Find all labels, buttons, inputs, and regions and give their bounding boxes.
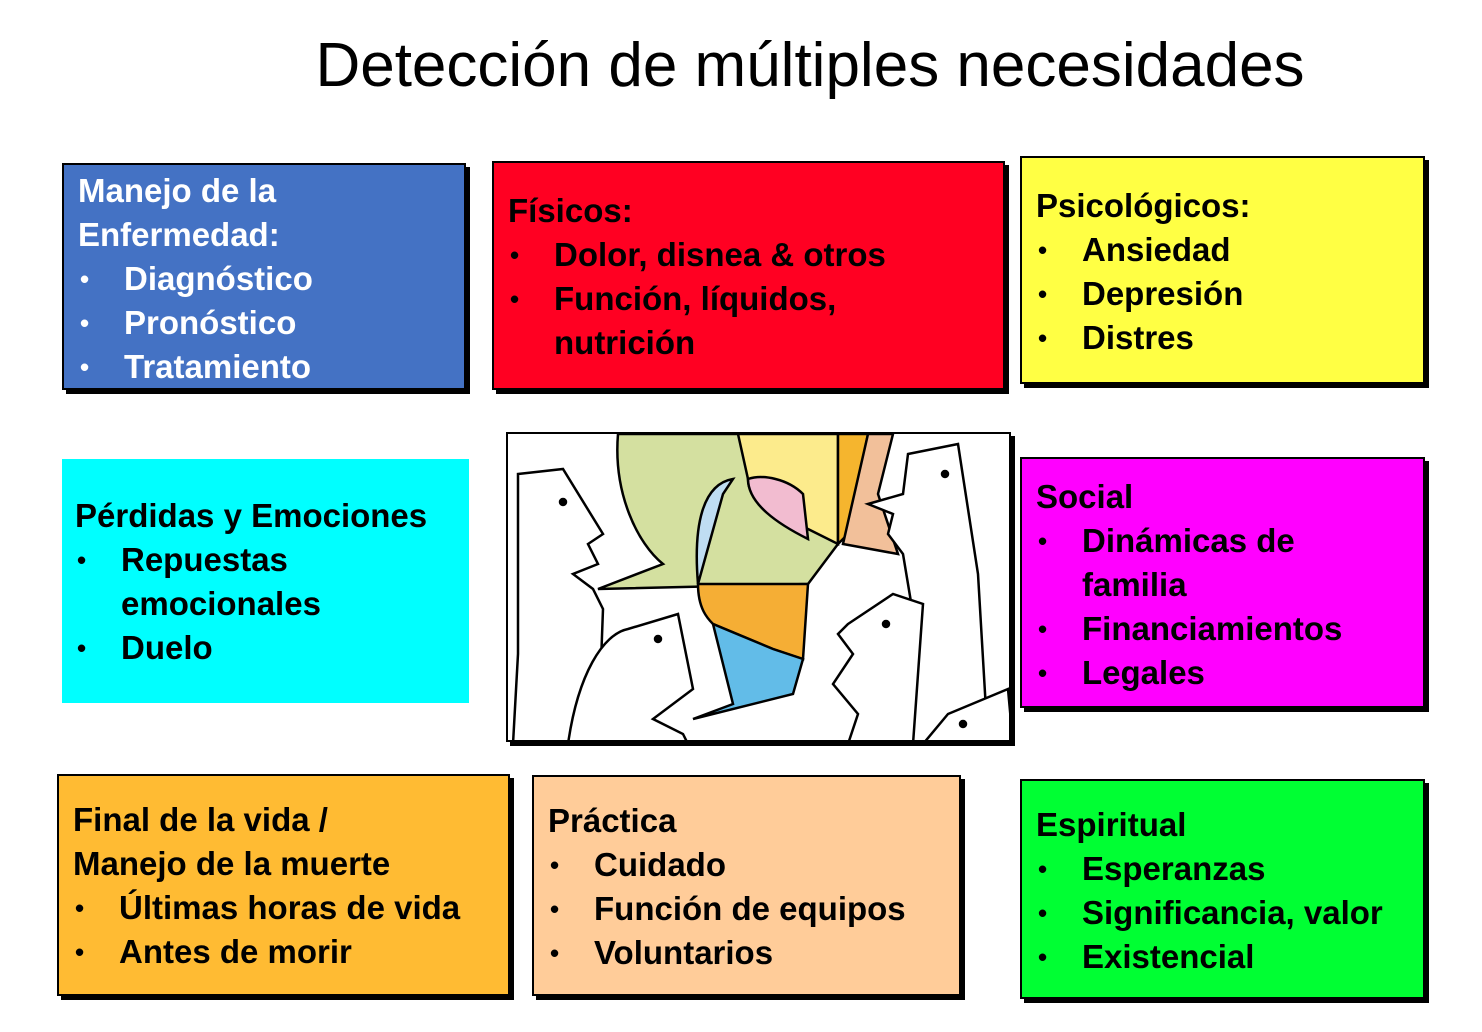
box-manejo: Manejo de la Enfermedad: •Diagnóstico •P…: [62, 163, 466, 390]
box-heading: Social: [1036, 478, 1134, 515]
list-item: •Cuidado: [550, 846, 726, 883]
list-item: •Función de equipos: [550, 890, 906, 927]
list-item: •Esperanzas: [1038, 850, 1266, 887]
box-final: Final de la vida / Manejo de la muerte •…: [57, 774, 510, 996]
list-item: •Últimas horas de vida: [75, 889, 461, 926]
list-item: •Repuestas emocionales: [77, 541, 321, 622]
list-item: •Financiamientos: [1038, 610, 1343, 647]
box-social: Social •Dinámicas de familia •Financiami…: [1020, 457, 1425, 708]
box-heading: Psicológicos:: [1036, 187, 1251, 224]
list-item: •Significancia, valor: [1038, 894, 1383, 931]
box-fisicos: Físicos: •Dolor, disnea & otros •Función…: [492, 161, 1005, 390]
box-heading: Manejo de la Enfermedad:: [78, 172, 280, 253]
list-item: •Existencial: [1038, 938, 1255, 975]
list-item: •Diagnóstico: [80, 260, 313, 297]
box-espiritual: Espiritual •Esperanzas •Significancia, v…: [1020, 779, 1425, 999]
box-heading: Físicos:: [508, 192, 633, 229]
list-item: •Dolor, disnea & otros: [510, 236, 886, 273]
list-item: •Tratamiento: [80, 348, 312, 385]
people-talking-illustration: [506, 432, 1011, 742]
box-heading: Final de la vida / Manejo de la muerte: [73, 801, 391, 882]
list-item: •Distres: [1038, 319, 1194, 356]
list-item: •Ansiedad: [1038, 231, 1231, 268]
box-heading: Pérdidas y Emociones: [75, 497, 428, 534]
list-item: •Función, líquidos, nutrición: [510, 280, 837, 361]
box-heading: Práctica: [548, 802, 677, 839]
box-perdidas: Pérdidas y Emociones •Repuestas emociona…: [62, 459, 469, 703]
list-item: •Depresión: [1038, 275, 1244, 312]
box-heading: Espiritual: [1036, 806, 1187, 843]
list-item: •Duelo: [77, 629, 213, 666]
list-item: •Voluntarios: [550, 934, 774, 971]
illustration-svg: [511, 434, 1009, 740]
list-item: •Dinámicas de familia: [1038, 522, 1295, 603]
box-practica: Práctica •Cuidado •Función de equipos •V…: [532, 775, 961, 996]
list-item: •Pronóstico: [80, 304, 297, 341]
slide-title: Detección de múltiples necesidades: [315, 31, 1305, 100]
list-item: •Legales: [1038, 654, 1205, 691]
list-item: •Antes de morir: [75, 933, 352, 970]
box-psicologicos: Psicológicos: •Ansiedad •Depresión •Dist…: [1020, 156, 1425, 384]
